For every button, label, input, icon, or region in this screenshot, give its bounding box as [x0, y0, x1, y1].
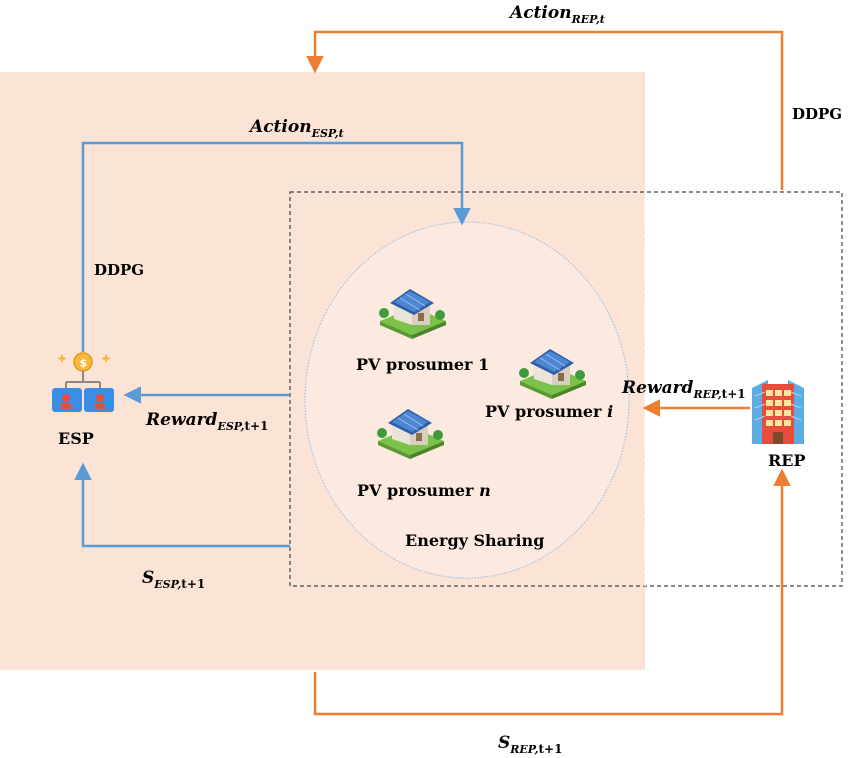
action-esp-arrow: [81, 141, 471, 352]
state-esp-arrow: [74, 462, 290, 548]
esp-label: ESP: [58, 429, 94, 448]
energy-sharing-label: Energy Sharing: [405, 531, 544, 550]
reward-rep-label: RewardREP,t+1: [621, 378, 746, 401]
svg-text:$: $: [80, 357, 88, 370]
prosumer-n-label: PV prosumer n: [357, 481, 491, 500]
ddpg-rep-label: DDPG: [792, 105, 842, 123]
solar-house-icon: [377, 409, 444, 459]
solar-house-icon: [379, 289, 446, 339]
state-rep-label: SREP,t+1: [498, 733, 562, 756]
action-esp-label: ActionESP,t: [248, 117, 344, 140]
solar-house-icon: [519, 349, 586, 399]
state-rep-arrow: [313, 468, 791, 716]
rep-label: REP: [768, 451, 806, 470]
reward-esp-label: RewardESP,t+1: [145, 410, 268, 433]
energy-sharing-ellipse: [304, 221, 630, 579]
prosumer-1-label: PV prosumer 1: [356, 355, 489, 374]
environment-dashed-box: [289, 191, 843, 587]
prosumer-i-label: PV prosumer i: [485, 402, 613, 421]
action-rep-arrow: [306, 30, 784, 190]
building-icon: [752, 380, 804, 444]
coin-network-icon: $: [52, 352, 114, 412]
action-rep-label: ActionREP,t: [508, 3, 605, 26]
state-esp-label: SESP,t+1: [142, 568, 205, 591]
ddpg-esp-label: DDPG: [94, 261, 144, 279]
